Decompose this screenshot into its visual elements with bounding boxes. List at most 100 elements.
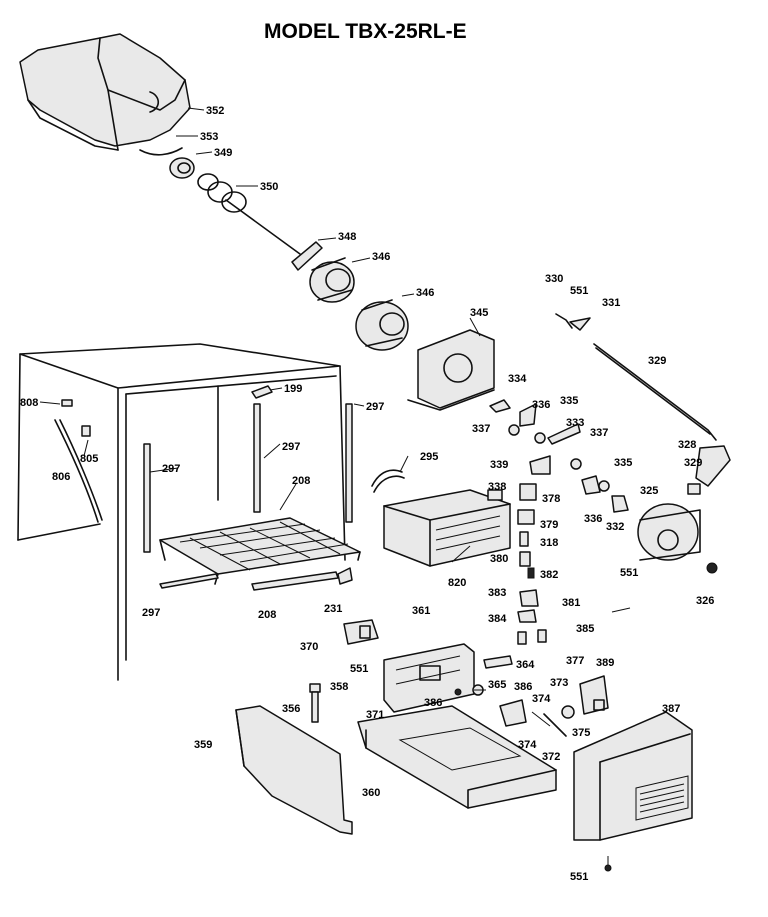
- lever-334: [489, 399, 511, 413]
- coupling-348: [291, 241, 323, 271]
- tray-360: [357, 705, 557, 809]
- callout-551b: 551: [620, 567, 638, 579]
- part-336b: [581, 475, 601, 495]
- callouts: 352 353 349 350 348 346 346 345 330 551 …: [20, 105, 714, 883]
- part-384: [517, 609, 537, 623]
- callout-364: 364: [516, 659, 535, 671]
- spring-374: [531, 711, 551, 727]
- spring-382: [527, 567, 535, 579]
- callout-365: 365: [488, 679, 506, 691]
- callout-199: 199: [284, 383, 302, 395]
- callout-346a: 346: [372, 251, 390, 263]
- callout-208b: 208: [258, 609, 276, 621]
- callout-297c: 297: [162, 463, 180, 475]
- callout-339: 339: [490, 459, 508, 471]
- motor-325: [637, 503, 701, 561]
- lever-336: [519, 403, 537, 427]
- callout-329a: 329: [648, 355, 666, 367]
- part-337a: [508, 424, 520, 436]
- part-333: [547, 423, 581, 445]
- callout-349: 349: [214, 147, 232, 159]
- callout-386a: 386: [514, 681, 532, 693]
- callout-370: 370: [300, 641, 318, 653]
- part-375: [561, 705, 575, 719]
- part-326: [706, 562, 718, 574]
- rail-208: [251, 571, 339, 591]
- part-328: [695, 445, 731, 487]
- part-386b: [499, 699, 527, 727]
- solenoid-370: [343, 619, 379, 645]
- part-335: [534, 432, 546, 444]
- callout-358: 358: [330, 681, 348, 693]
- drum-346a: [309, 257, 355, 303]
- callout-337b: 337: [590, 427, 608, 439]
- auger-350: [197, 173, 301, 255]
- callout-375: 375: [572, 727, 590, 739]
- callout-318: 318: [540, 537, 558, 549]
- icemaker-820: [383, 489, 511, 567]
- callout-551a: 551: [570, 285, 588, 297]
- rail-297b: [253, 403, 261, 513]
- callout-346b: 346: [416, 287, 434, 299]
- callout-297d: 297: [142, 607, 160, 619]
- part-337b: [570, 458, 582, 470]
- part-380: [519, 551, 531, 567]
- callout-808: 808: [20, 397, 38, 409]
- callout-381: 381: [562, 597, 580, 609]
- callout-359: 359: [194, 739, 212, 751]
- callout-348: 348: [338, 231, 356, 243]
- part-377b: [537, 629, 547, 643]
- mounting-plate-345: [407, 329, 495, 411]
- callout-336b: 336: [584, 513, 602, 525]
- callout-335b: 335: [614, 457, 632, 469]
- switch-389: [579, 675, 609, 715]
- callout-332: 332: [606, 521, 624, 533]
- trim-806: [54, 419, 99, 523]
- callout-386b: 386: [424, 697, 442, 709]
- callout-297b: 297: [282, 441, 300, 453]
- part-329b: [687, 483, 701, 495]
- bearing-349: [169, 157, 195, 179]
- callout-551c: 551: [350, 663, 368, 675]
- callout-805: 805: [80, 453, 98, 465]
- part-364: [483, 655, 513, 669]
- callout-360: 360: [362, 787, 380, 799]
- cover-387: [573, 711, 693, 841]
- callout-352: 352: [206, 105, 224, 117]
- callout-379: 379: [540, 519, 558, 531]
- callout-325: 325: [640, 485, 658, 497]
- callout-374a: 374: [532, 693, 551, 705]
- callout-335a: 335: [560, 395, 578, 407]
- callout-380: 380: [490, 553, 508, 565]
- spring-330: [555, 313, 573, 329]
- callout-328: 328: [678, 439, 696, 451]
- part-379: [517, 509, 535, 525]
- part-378: [519, 483, 537, 501]
- rail-297d: [159, 573, 219, 589]
- callout-384: 384: [488, 613, 507, 625]
- callout-231: 231: [324, 603, 342, 615]
- screw-358: [309, 683, 321, 723]
- callout-372: 372: [542, 751, 560, 763]
- callout-371: 371: [366, 709, 384, 721]
- callout-356: 356: [282, 703, 300, 715]
- freezer-cabinet: [17, 343, 346, 681]
- callout-330: 330: [545, 273, 563, 285]
- part-335b: [598, 480, 610, 492]
- panel-359: [235, 705, 353, 835]
- part-318: [519, 531, 529, 547]
- ice-bucket: [19, 33, 191, 151]
- part-332: [611, 495, 629, 513]
- leader-lines: [39, 107, 631, 691]
- part-386a: [454, 688, 462, 696]
- rod-329: [593, 343, 717, 441]
- callout-387: 387: [662, 703, 680, 715]
- callout-806: 806: [52, 471, 70, 483]
- callout-374b: 374: [518, 739, 537, 751]
- callout-373: 373: [550, 677, 568, 689]
- callout-336a: 336: [532, 399, 550, 411]
- callout-297a: 297: [366, 401, 384, 413]
- light-199: [251, 385, 273, 399]
- callout-382: 382: [540, 569, 558, 581]
